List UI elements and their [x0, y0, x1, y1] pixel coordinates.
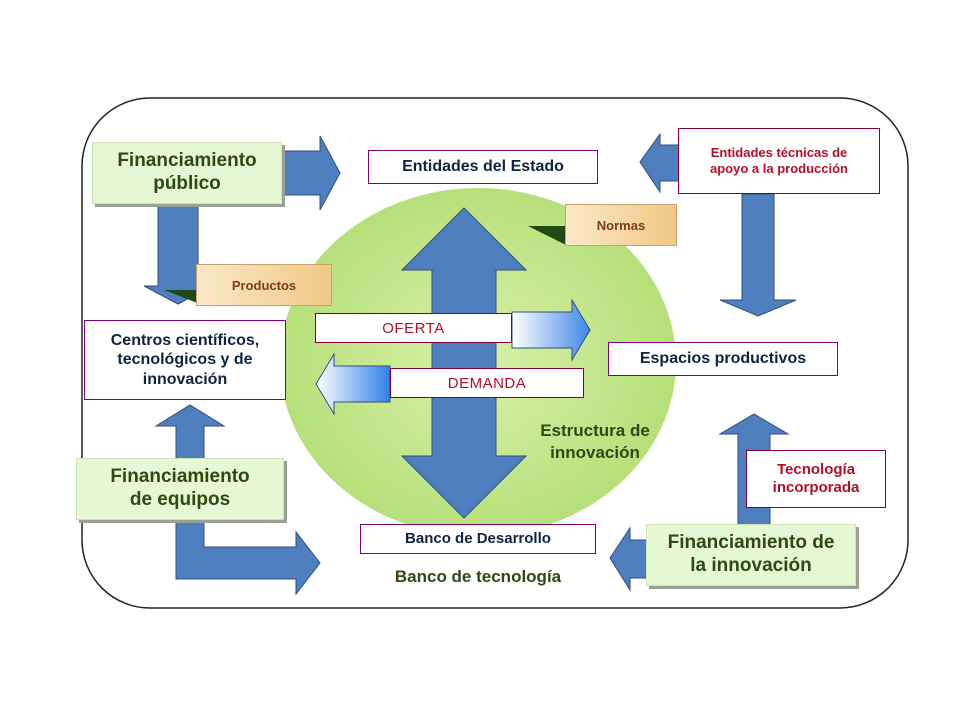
banco-tecnologia-label: Banco de tecnología	[354, 566, 602, 588]
demanda-label: DEMANDA	[447, 374, 527, 392]
productos-tab-shadow	[164, 290, 205, 306]
fin-publico-right-arrow	[282, 135, 341, 211]
espacios-productivos-label: Espacios productivos	[639, 350, 807, 368]
banco-tecnologia-text: Banco de tecnología	[394, 567, 562, 586]
banco-desarrollo-label: Banco de Desarrollo	[405, 530, 551, 547]
financiamiento-innovacion-label: Financiamiento de la innovación	[667, 532, 835, 576]
entidades-tecnicas-box: Entidades técnicas de apoyo a la producc…	[678, 128, 880, 194]
tecnologia-incorporada-label: Tecnología incorporada	[772, 461, 860, 496]
financiamiento-innovacion-box: Financiamiento de la innovación	[646, 524, 856, 586]
entidades-tecnicas-left-arrow	[639, 132, 681, 194]
financiamiento-publico-box: Financiamiento público	[92, 142, 282, 204]
tecnologia-incorporada-box: Tecnología incorporada	[746, 450, 886, 508]
espacios-productivos-box: Espacios productivos	[608, 342, 838, 376]
financiamiento-equipos-box: Financiamiento de equipos	[76, 458, 284, 520]
normas-tab: Normas	[565, 204, 677, 246]
fin-equipos-right-arrow	[175, 514, 321, 596]
normas-tab-shadow	[528, 226, 568, 246]
financiamiento-publico-label: Financiamiento público	[117, 150, 257, 194]
productos-label: Productos	[231, 277, 297, 293]
centros-label: Centros científicos, tecnológicos y de i…	[110, 332, 260, 388]
demanda-arrow	[315, 352, 391, 416]
fin-equipos-up-arrow	[154, 404, 226, 461]
demanda-box: DEMANDA	[390, 368, 584, 398]
oferta-arrow	[511, 298, 591, 362]
vertical-double-arrow	[400, 207, 528, 519]
oferta-box: OFERTA	[315, 313, 512, 343]
normas-label: Normas	[596, 217, 646, 233]
financiamiento-equipos-label: Financiamiento de equipos	[110, 466, 250, 510]
entidades-tecnicas-down-arrow	[719, 193, 797, 317]
entidades-estado-box: Entidades del Estado	[368, 150, 598, 184]
fin-innovacion-left-arrow	[609, 526, 649, 592]
oferta-label: OFERTA	[382, 319, 445, 337]
centros-box: Centros científicos, tecnológicos y de i…	[84, 320, 286, 400]
productos-tab: Productos	[196, 264, 332, 306]
estructura-innovacion-label: Estructura de innovación	[520, 420, 670, 464]
entidades-estado-label: Entidades del Estado	[402, 158, 564, 176]
entidades-tecnicas-label: Entidades técnicas de apoyo a la producc…	[710, 145, 848, 176]
banco-desarrollo-box: Banco de Desarrollo	[360, 524, 596, 554]
estructura-innovacion-text: Estructura de innovación	[540, 421, 650, 463]
